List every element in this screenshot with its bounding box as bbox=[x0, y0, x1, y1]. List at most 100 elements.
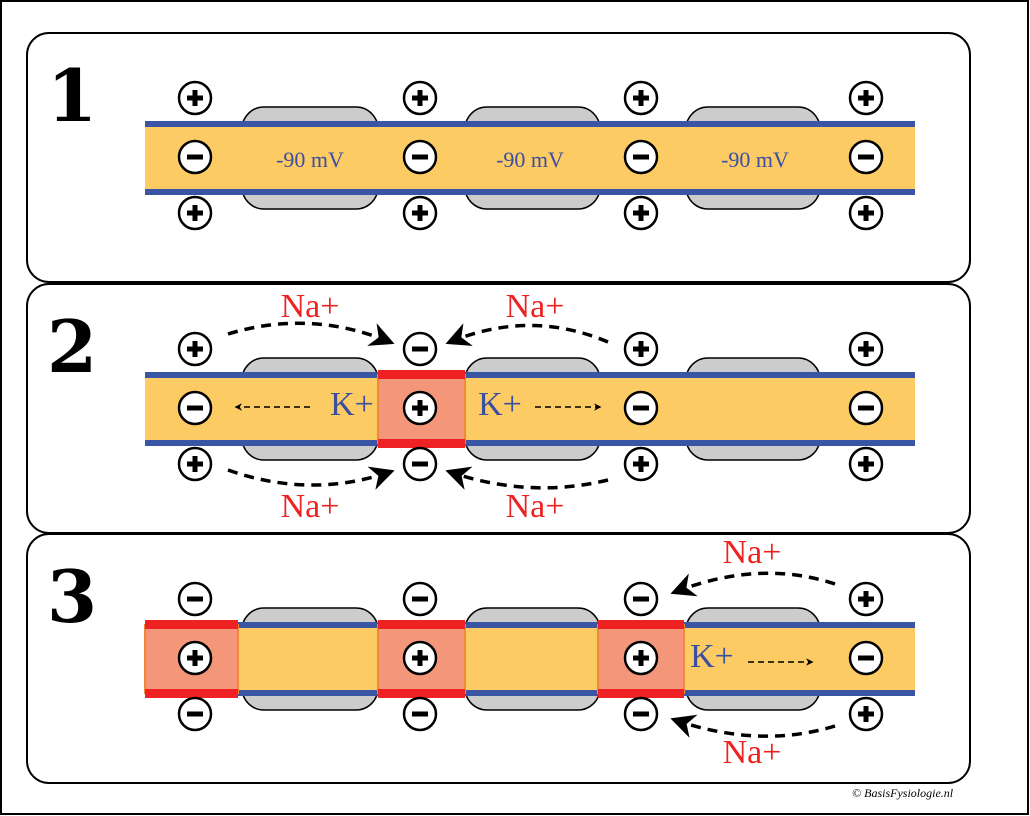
minus-charge-icon bbox=[402, 139, 438, 175]
minus-charge-icon bbox=[848, 640, 884, 676]
charge-bar bbox=[863, 591, 869, 607]
minus-charge-icon bbox=[623, 390, 659, 426]
plus-charge-icon bbox=[177, 195, 213, 231]
plus-charge-icon bbox=[177, 331, 213, 367]
charge-bar bbox=[187, 405, 203, 411]
charge-bar bbox=[633, 596, 649, 602]
charge-bar bbox=[638, 650, 644, 666]
plus-charge-icon bbox=[402, 390, 438, 426]
minus-charge-icon bbox=[402, 581, 438, 617]
plus-charge-icon bbox=[848, 195, 884, 231]
copyright: © BasisFysiologie.nl bbox=[852, 786, 954, 800]
membrane-potential-label: -90 mV bbox=[276, 147, 344, 172]
charge-bar bbox=[412, 596, 428, 602]
charge-bar bbox=[858, 154, 874, 160]
charge-bar bbox=[858, 405, 874, 411]
charge-bar bbox=[187, 154, 203, 160]
charge-bar bbox=[412, 461, 428, 467]
charge-bar bbox=[417, 400, 423, 416]
plus-charge-icon bbox=[623, 640, 659, 676]
axon bbox=[145, 375, 915, 443]
charge-bar bbox=[638, 456, 644, 472]
plus-charge-icon bbox=[623, 195, 659, 231]
sodium-flow-arrow bbox=[670, 714, 836, 738]
minus-charge-icon bbox=[623, 696, 659, 732]
membrane-top bbox=[145, 121, 915, 127]
charge-bar bbox=[633, 711, 649, 717]
charge-bar bbox=[633, 405, 649, 411]
charge-bar bbox=[192, 90, 198, 106]
charge-bar bbox=[863, 90, 869, 106]
sodium-label: Na+ bbox=[723, 734, 782, 771]
panel-1: 1 -90 mV -90 mV -90 mV bbox=[26, 32, 971, 283]
charge-bar bbox=[192, 650, 198, 666]
depolarized-membrane-bottom bbox=[378, 689, 465, 698]
membrane-potential-label: -90 mV bbox=[721, 147, 789, 172]
minus-charge-icon bbox=[402, 331, 438, 367]
charge-bar bbox=[412, 154, 428, 160]
charge-bar bbox=[863, 205, 869, 221]
sodium-label: Na+ bbox=[506, 488, 565, 525]
plus-charge-icon bbox=[848, 446, 884, 482]
charge-bar bbox=[412, 711, 428, 717]
charge-bar bbox=[863, 706, 869, 722]
sodium-flow-arrow bbox=[227, 466, 395, 490]
membrane-potential-label: -90 mV bbox=[496, 147, 564, 172]
plus-charge-icon bbox=[402, 80, 438, 116]
charge-bar bbox=[192, 341, 198, 357]
axon bbox=[145, 124, 915, 192]
potassium-label: K+ bbox=[690, 638, 734, 675]
charge-bar bbox=[638, 341, 644, 357]
plus-charge-icon bbox=[177, 80, 213, 116]
depolarized-membrane-bottom bbox=[145, 689, 238, 698]
charge-bar bbox=[633, 154, 649, 160]
charge-bar bbox=[863, 456, 869, 472]
charge-bar bbox=[187, 596, 203, 602]
minus-charge-icon bbox=[402, 446, 438, 482]
plus-charge-icon bbox=[848, 80, 884, 116]
depolarized-membrane-bottom bbox=[598, 689, 684, 698]
membrane-bottom bbox=[145, 440, 915, 446]
plus-charge-icon bbox=[402, 195, 438, 231]
minus-charge-icon bbox=[402, 696, 438, 732]
depolarized-membrane-bottom bbox=[378, 439, 465, 448]
minus-charge-icon bbox=[848, 139, 884, 175]
charge-bar bbox=[417, 205, 423, 221]
minus-charge-icon bbox=[177, 696, 213, 732]
charge-bar bbox=[417, 90, 423, 106]
plus-charge-icon bbox=[848, 331, 884, 367]
depolarized-membrane-top bbox=[378, 620, 465, 629]
membrane-top bbox=[145, 372, 915, 378]
sodium-flow-arrow bbox=[670, 571, 836, 597]
potassium-label: K+ bbox=[478, 386, 522, 423]
charge-bar bbox=[417, 650, 423, 666]
plus-charge-icon bbox=[848, 581, 884, 617]
membrane-top bbox=[145, 622, 915, 628]
panel-number: 1 bbox=[47, 53, 97, 138]
minus-charge-icon bbox=[177, 581, 213, 617]
plus-charge-icon bbox=[623, 446, 659, 482]
charge-bar bbox=[187, 711, 203, 717]
charge-bar bbox=[638, 90, 644, 106]
sodium-label: Na+ bbox=[281, 488, 340, 525]
depolarized-membrane-top bbox=[145, 620, 238, 629]
depolarized-membrane-top bbox=[378, 370, 465, 379]
membrane-bottom bbox=[145, 690, 915, 696]
plus-charge-icon bbox=[402, 640, 438, 676]
membrane-bottom bbox=[145, 189, 915, 195]
plus-charge-icon bbox=[177, 640, 213, 676]
potassium-label: K+ bbox=[330, 386, 374, 423]
minus-charge-icon bbox=[623, 139, 659, 175]
charge-bar bbox=[638, 205, 644, 221]
charge-bar bbox=[412, 346, 428, 352]
sodium-label: Na+ bbox=[281, 288, 340, 325]
depolarized-membrane-top bbox=[598, 620, 684, 629]
charge-bar bbox=[192, 205, 198, 221]
sodium-flow-arrow bbox=[445, 466, 609, 490]
sodium-label: Na+ bbox=[506, 288, 565, 325]
panel-number: 2 bbox=[47, 304, 97, 389]
plus-charge-icon bbox=[623, 80, 659, 116]
sodium-label: Na+ bbox=[723, 534, 782, 571]
